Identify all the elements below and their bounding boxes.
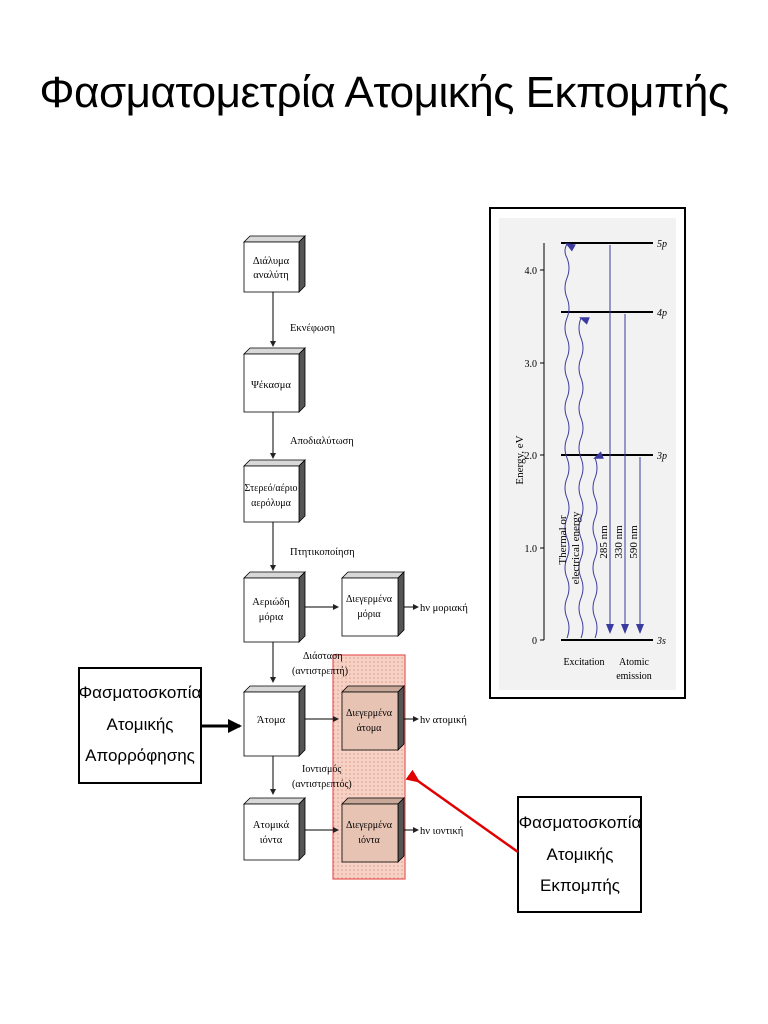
wavelength-285: 285 nm xyxy=(598,525,610,559)
excitation-arrow-5p xyxy=(564,243,576,639)
box-solution: Διάλυμα αναλύτη xyxy=(243,235,306,293)
callout-emission: Φασματοσκοπία Ατομικής Εκπομπής xyxy=(517,796,642,913)
box-gas-line2: μόρια xyxy=(259,612,284,623)
box-exmol-line1: Διεγερμένα xyxy=(346,594,393,605)
box-ions-line2: ιόντα xyxy=(260,835,283,846)
energy-axis-label: Energy, eV xyxy=(514,435,526,484)
callout-absorption-line2: Ατομικής xyxy=(107,715,174,734)
page-title: Φασματομετρία Ατομικής Εκπομπής xyxy=(39,68,729,117)
excitation-text-line1: Thermal or xyxy=(557,515,569,565)
box-spray: Ψέκασμα xyxy=(243,347,306,413)
callout-emission-line3: Εκπομπής xyxy=(540,876,620,895)
box-excited-molecules: Διεγερμένα μόρια xyxy=(341,571,405,637)
xlabel-emission-line1: Atomic xyxy=(619,657,650,668)
step-dissociation-note: (αντιστρεπτή) xyxy=(292,666,348,677)
step-ionization-note: (αντιστρεπτός) xyxy=(292,779,352,790)
tick-4: 4.0 xyxy=(525,266,538,277)
tick-0: 0 xyxy=(532,636,537,647)
xlabel-excitation: Excitation xyxy=(563,657,604,668)
box-atoms: Άτομα xyxy=(243,685,306,757)
box-exatoms-line1: Διεγερμένα xyxy=(346,708,393,719)
emission-ionic: hν ιοντική xyxy=(420,826,463,837)
emission-pointer-arrow xyxy=(405,769,519,854)
box-ions-line1: Ατομικά xyxy=(253,820,290,831)
level-3s-label: 3s xyxy=(656,636,666,647)
callout-emission-line2: Ατομικής xyxy=(547,845,614,864)
energy-diagram: 4.0 3.0 2.0 1.0 0 Energy, eV 5p 4p 3p 3s… xyxy=(489,207,686,699)
callout-emission-line1: Φασματοσκοπία xyxy=(519,813,642,832)
callout-absorption: Φασματοσκοπία Ατομικής Απορρόφησης xyxy=(78,667,202,784)
level-3p-label: 3p xyxy=(656,451,667,462)
box-exions-line1: Διεγερμένα xyxy=(346,820,393,831)
box-spray-line1: Ψέκασμα xyxy=(251,380,291,391)
tick-3: 3.0 xyxy=(525,359,538,370)
tick-2: 2.0 xyxy=(525,451,538,462)
box-excited-atoms: Διεγερμένα άτομα xyxy=(341,685,405,751)
xlabel-emission-line2: emission xyxy=(616,671,652,682)
wavelength-590: 590 nm xyxy=(628,525,640,559)
level-5p-label: 5p xyxy=(657,239,667,250)
box-exmol-line2: μόρια xyxy=(357,609,381,620)
box-atoms-line1: Άτομα xyxy=(257,715,286,726)
box-excited-ions: Διεγερμένα ιόντα xyxy=(341,797,405,863)
callout-absorption-line3: Απορρόφησης xyxy=(85,746,195,765)
box-aerosol-line1: Στερεό/αέριο xyxy=(245,483,298,494)
box-aerosol-line2: αερόλυμα xyxy=(251,498,291,509)
box-exatoms-line2: άτομα xyxy=(357,723,383,734)
excitation-arrow-3p xyxy=(592,451,604,639)
box-gas-line1: Αεριώδη xyxy=(252,597,289,608)
box-gas-molecules: Αεριώδη μόρια xyxy=(243,571,306,643)
energy-ticks: 4.0 3.0 2.0 1.0 0 xyxy=(525,266,544,647)
excitation-arrow-4p xyxy=(578,317,590,639)
emission-molecular: hν μοριακή xyxy=(420,603,468,614)
wavelength-330: 330 nm xyxy=(613,525,625,559)
box-exions-line2: ιόντα xyxy=(358,835,380,846)
box-solution-line2: αναλύτη xyxy=(253,270,289,281)
box-aerosol: Στερεό/αέριο αερόλυμα xyxy=(243,459,306,523)
step-nebulization: Εκνέφωση xyxy=(290,323,335,334)
step-desolvation: Αποδιαλύτωση xyxy=(290,436,354,447)
level-4p-label: 4p xyxy=(657,308,667,319)
step-ionization: Ιοντισμός xyxy=(302,764,341,775)
excitation-text-line2: electrical energy xyxy=(570,511,582,584)
tick-1: 1.0 xyxy=(525,544,538,555)
step-volatilization: Πτητικοποίηση xyxy=(290,547,355,558)
box-ions: Ατομικά ιόντα xyxy=(243,797,306,861)
step-dissociation: Διάσταση xyxy=(303,651,343,662)
callout-absorption-line1: Φασματοσκοπία xyxy=(79,683,202,702)
emission-atomic: hν ατομική xyxy=(420,715,467,726)
box-solution-line1: Διάλυμα xyxy=(253,256,290,267)
